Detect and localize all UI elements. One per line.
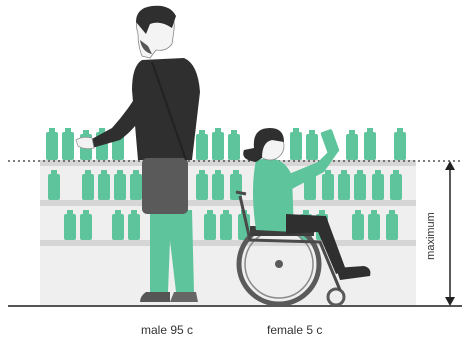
double-arrow-vertical-icon [445, 161, 455, 306]
female-caption: female 5 c [267, 323, 322, 337]
male-caption: male 95 c [141, 323, 193, 337]
maximum-label: maximum [421, 226, 441, 246]
